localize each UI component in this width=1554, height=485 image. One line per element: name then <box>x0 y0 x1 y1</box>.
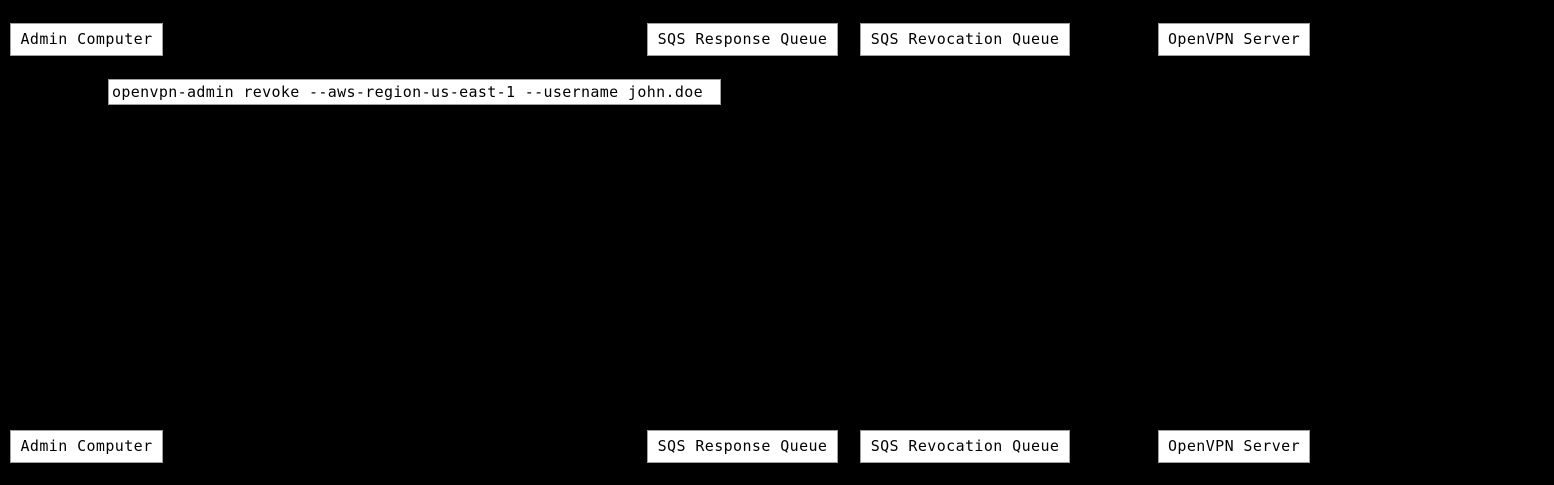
message-arrow-revoke-command <box>86 105 126 106</box>
participant-openvpn-server-bottom[interactable]: OpenVPN Server <box>1158 430 1310 463</box>
participant-sqs-response-queue-top[interactable]: SQS Response Queue <box>647 23 838 56</box>
participant-sqs-revocation-queue-top[interactable]: SQS Revocation Queue <box>860 23 1070 56</box>
lifeline-sqs-revocation-queue <box>965 56 966 430</box>
lifeline-admin-computer <box>86 56 87 430</box>
participant-sqs-revocation-queue-bottom[interactable]: SQS Revocation Queue <box>860 430 1070 463</box>
lifeline-sqs-response-queue <box>742 56 743 430</box>
participant-admin-computer-bottom[interactable]: Admin Computer <box>10 430 163 463</box>
lifeline-openvpn-server <box>1234 56 1235 430</box>
message-label-revoke-command[interactable]: openvpn-admin revoke --aws-region-us-eas… <box>108 79 721 105</box>
participant-admin-computer-top[interactable]: Admin Computer <box>10 23 163 56</box>
participant-openvpn-server-top[interactable]: OpenVPN Server <box>1158 23 1310 56</box>
participant-sqs-response-queue-bottom[interactable]: SQS Response Queue <box>647 430 838 463</box>
